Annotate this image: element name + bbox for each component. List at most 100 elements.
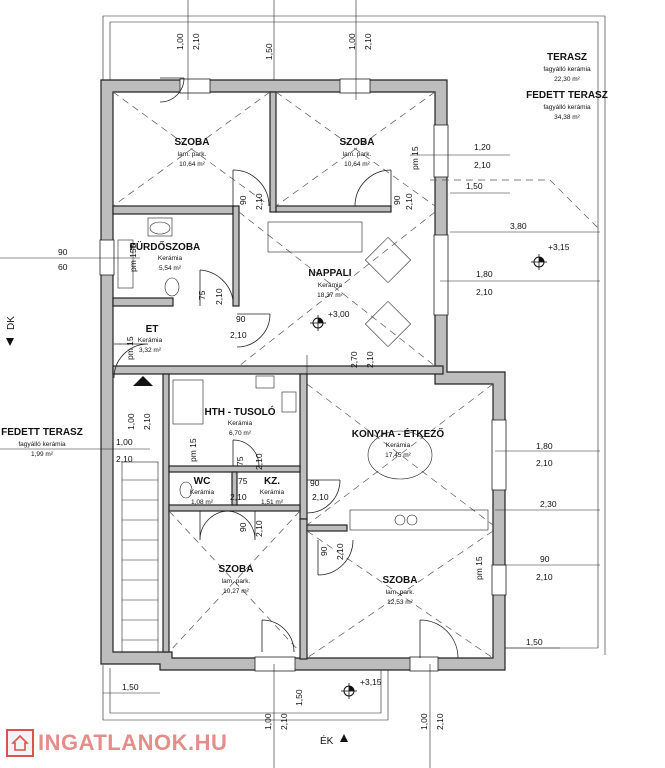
ek-arrow-icon: [340, 734, 348, 742]
dim-d-hth-a: 75: [238, 476, 248, 486]
svg-text:SZOBA: SZOBA: [340, 137, 375, 148]
doors: [113, 77, 459, 659]
dim-t3: 1,50: [264, 43, 274, 60]
dk-arrow-icon: [6, 338, 14, 346]
level-marker-terrace: [531, 254, 547, 270]
room-diagonals: [112, 91, 601, 659]
ingatlanok-watermark: INGATLANOK.HU: [6, 727, 227, 759]
room-szoba-4: SZOBA lam. park. 12,53 m²: [383, 575, 418, 606]
svg-text:1,51 m²: 1,51 m²: [261, 499, 284, 506]
svg-text:Kerámia: Kerámia: [190, 489, 215, 496]
dim-d-szoba3b: 2,10: [254, 520, 264, 537]
svg-text:FÜRDŐSZOBA: FÜRDŐSZOBA: [130, 240, 201, 253]
svg-text:Kerámia: Kerámia: [138, 337, 163, 344]
dim-l2a: 1,00: [116, 437, 133, 447]
svg-text:FEDETT TERASZ: FEDETT TERASZ: [526, 90, 608, 101]
svg-text:WC: WC: [194, 476, 211, 487]
room-kz: KZ. Kerámia 1,51 m²: [260, 476, 285, 506]
svg-text:fagyálló kerámia: fagyálló kerámia: [18, 441, 66, 448]
fixtures: [117, 217, 489, 653]
dim-d-szoba4b: 2,10: [335, 543, 345, 560]
svg-text:fagyálló kerámia: fagyálló kerámia: [543, 66, 591, 73]
dim-d-szoba3a: 90: [238, 522, 248, 532]
svg-text:lam. park.: lam. park.: [343, 151, 372, 158]
dim-l1a: 90: [58, 247, 68, 257]
svg-text:FEDETT TERASZ: FEDETT TERASZ: [1, 427, 83, 438]
dim-pm4: pm 15: [188, 438, 198, 462]
svg-text:TERASZ: TERASZ: [547, 52, 587, 63]
room-et: ET Kerámia 3,32 m²: [138, 324, 163, 354]
dim-d-et-b: 2,10: [230, 330, 247, 340]
level-label-center: +3,00: [328, 309, 350, 319]
svg-text:5,54 m²: 5,54 m²: [159, 265, 182, 272]
dim-d-kz-a: 90: [310, 478, 320, 488]
svg-text:fagyálló kerámia: fagyálló kerámia: [543, 104, 591, 111]
svg-text:10,64 m²: 10,64 m²: [179, 161, 205, 168]
svg-text:1,08 m²: 1,08 m²: [191, 499, 214, 506]
compass-ek-label: ÉK: [320, 734, 334, 747]
room-szoba-2: SZOBA lam. park. 10,64 m²: [340, 137, 375, 168]
dim-b2: 1,00: [263, 713, 273, 730]
dim-r4a: 1,80: [476, 269, 493, 279]
room-szoba-3: SZOBA lam. park. 10,27 m²: [219, 564, 254, 595]
svg-text:Kerámia: Kerámia: [260, 489, 285, 496]
svg-text:SZOBA: SZOBA: [219, 564, 254, 575]
level-label-terrace: +3,15: [548, 242, 570, 252]
dim-r1a: 1,20: [474, 142, 491, 152]
svg-text:Kerámia: Kerámia: [158, 255, 183, 262]
level-marker-center: [310, 315, 326, 331]
dim-r7a: 90: [540, 554, 550, 564]
dim-t4: 1,00: [347, 33, 357, 50]
dim-b4: 1,50: [294, 689, 304, 706]
dimension-lines: [0, 0, 600, 768]
svg-text:KZ.: KZ.: [264, 476, 280, 487]
terrace-outline-top: [102, 15, 606, 655]
dim-r6: 2,30: [540, 499, 557, 509]
svg-text:Kerámia: Kerámia: [318, 282, 343, 289]
svg-text:HTH - TUSOLÓ: HTH - TUSOLÓ: [204, 405, 275, 418]
dim-t1: 1,00: [175, 33, 185, 50]
dim-r4b: 2,10: [476, 287, 493, 297]
dim-d-wc-b: 2,10: [230, 492, 247, 502]
dim-d-szoba4a: 90: [319, 546, 329, 556]
terrace-label: TERASZ fagyálló kerámia 22,30 m²: [543, 52, 591, 83]
dim-d-szoba2b: 2,10: [404, 193, 414, 210]
outer-walls: [99, 78, 507, 672]
house-logo-icon: [6, 729, 34, 757]
dim-pm2: pm 15: [125, 336, 135, 360]
svg-text:3,32 m²: 3,32 m²: [139, 347, 162, 354]
svg-text:1,99 m²: 1,99 m²: [31, 451, 54, 458]
dim-d-nappali-b: 2,10: [365, 351, 375, 368]
dim-d-furdo-a: 75: [197, 290, 207, 300]
dim-d-left-b: 2,10: [142, 413, 152, 430]
svg-text:22,30 m²: 22,30 m²: [554, 76, 580, 83]
dim-d-szoba2: 90: [392, 195, 402, 205]
svg-text:12,53 m²: 12,53 m²: [387, 599, 413, 606]
covered-terrace-top-label: FEDETT TERASZ fagyálló kerámia 34,38 m²: [526, 90, 608, 121]
dim-r1b: 2,10: [474, 160, 491, 170]
dim-l2b: 2,10: [116, 454, 133, 464]
room-wc: WC Kerámia 1,08 m²: [190, 476, 215, 506]
room-konyha-etkezo: KONYHA - ÉTKEZŐ Kerámia 17,45 m²: [352, 427, 445, 459]
compass-dk-label: DK: [6, 316, 17, 330]
svg-text:NAPPALI: NAPPALI: [308, 268, 351, 279]
svg-text:SZOBA: SZOBA: [383, 575, 418, 586]
dim-r7b: 2,10: [536, 572, 553, 582]
dim-d-hth-b: 2,10: [254, 453, 264, 470]
dim-t5: 2,10: [363, 33, 373, 50]
dim-r5b: 2,10: [536, 458, 553, 468]
svg-text:lam. park.: lam. park.: [178, 151, 207, 158]
svg-text:10,64 m²: 10,64 m²: [344, 161, 370, 168]
dim-d-furdo-b: 2,10: [214, 288, 224, 305]
watermark-text: INGATLANOK.HU: [38, 730, 228, 755]
dim-b3: 2,10: [279, 713, 289, 730]
svg-text:lam. park.: lam. park.: [222, 578, 251, 585]
room-nappali: NAPPALI Kerámia 18,37 m²: [308, 268, 351, 299]
dim-r3: 3,80: [510, 221, 527, 231]
svg-text:Kerámia: Kerámia: [386, 442, 411, 449]
level-marker-bottom: [341, 683, 357, 699]
dim-t2: 2,10: [191, 33, 201, 50]
svg-text:ET: ET: [146, 324, 159, 335]
dim-d-nappali: 2,70: [349, 351, 359, 368]
